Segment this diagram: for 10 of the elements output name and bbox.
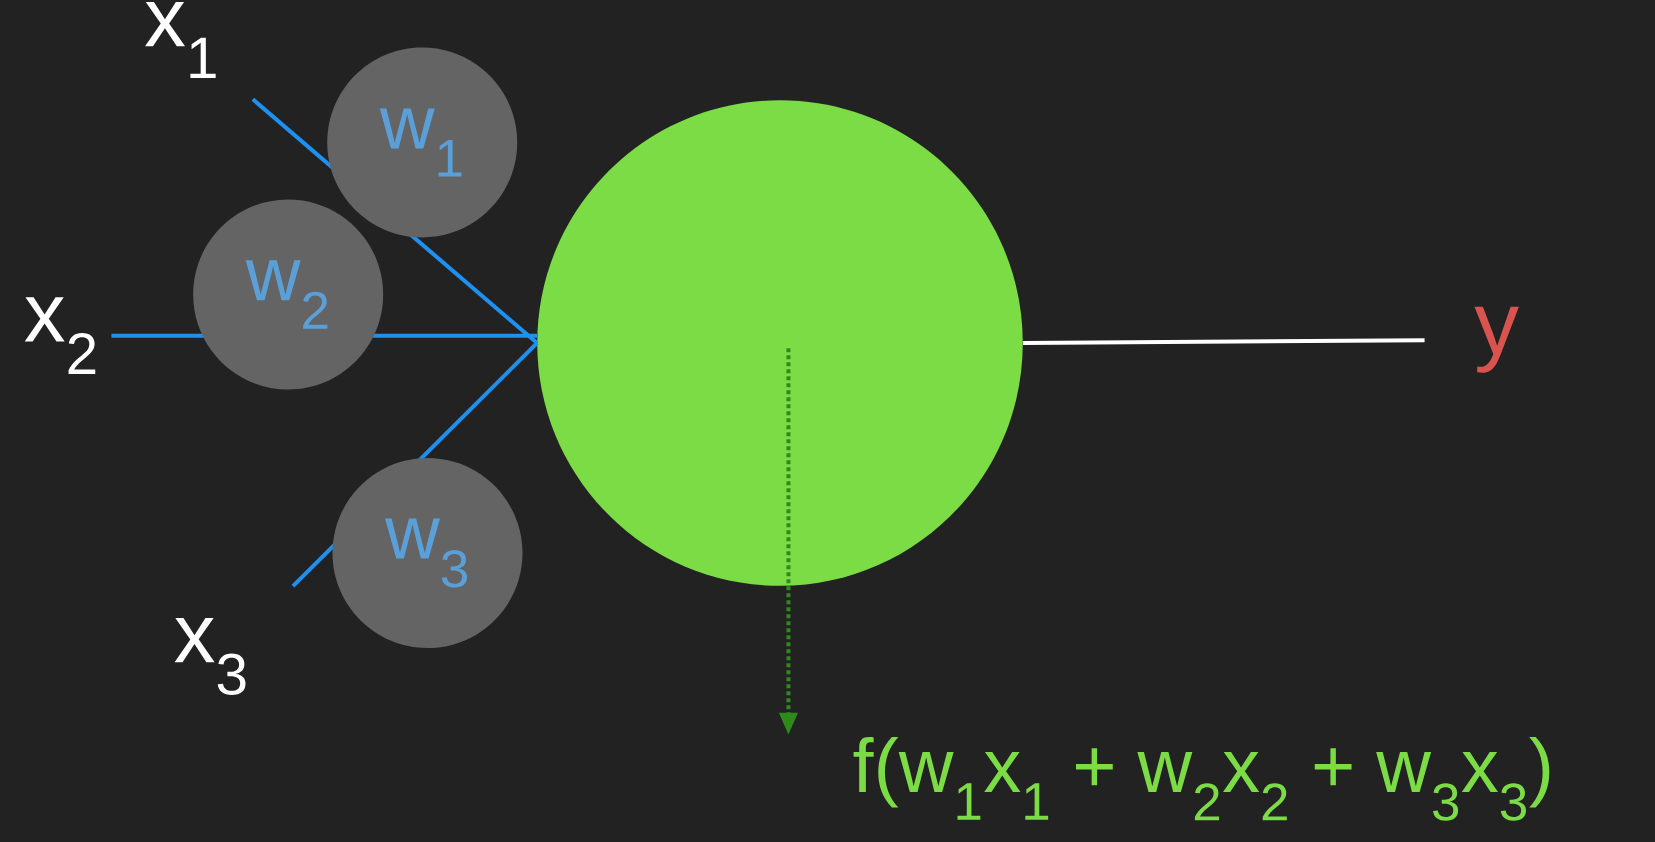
output-label: y [1474,306,1519,373]
neuron-circle [537,100,1023,586]
weight-label: w$_{3}$ [332,457,523,648]
input-label: x$_{2}$ [24,297,96,374]
input-label: x$_{1}$ [145,2,216,78]
connector-line [1022,338,1425,345]
formula-label: f(w$_{1}$x$_{1}$ + w$_{2}$x$_{2}$ + w$_{3}$x$_{3}$) [853,736,1550,821]
weight-label: w$_{2}$ [193,199,384,390]
input-label: x$_{3}$ [174,617,246,695]
weight-label: w$_{1}$ [327,47,518,238]
